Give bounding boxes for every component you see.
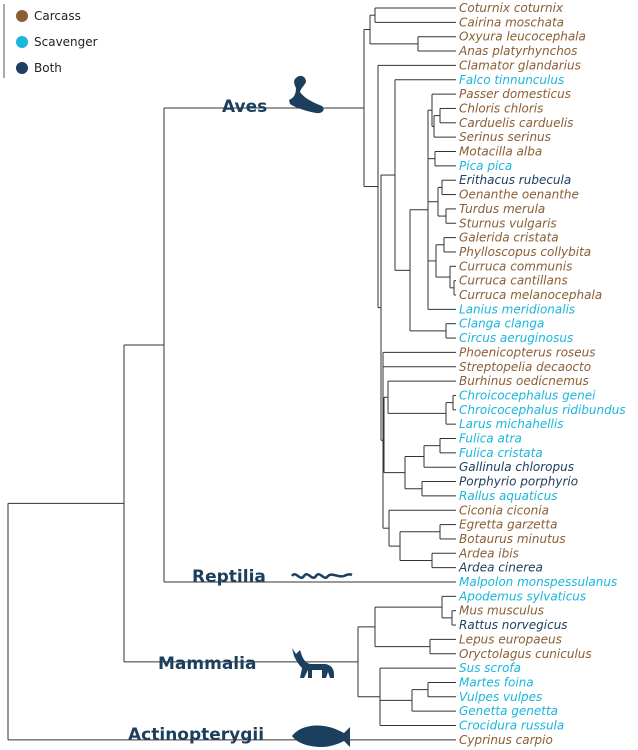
species-label: Crocidura russula [459,719,564,733]
clade-label-actinopterygii: Actinopterygii [128,725,264,745]
species-label: Mus musculus [459,604,544,618]
species-label: Serinus serinus [459,130,551,144]
species-label: Anas platyrhynchos [458,44,577,58]
species-label: Chroicocephalus ridibundus [459,403,626,417]
species-label: Circus aeruginosus [459,331,573,345]
species-label: Carduelis carduelis [459,116,573,130]
legend: Carcass Scavenger Both [3,4,98,78]
species-label: Martes foina [459,675,534,689]
snake-silhouette-icon [290,573,353,579]
species-label: Phoenicopterus roseus [459,345,596,359]
legend-label-carcass: Carcass [34,9,81,23]
clade-label-aves: Aves [222,97,267,117]
species-label: Larus michahellis [459,417,563,431]
species-label: Malpolon monspessulanus [459,575,617,589]
species-label: Coturnix coturnix [459,1,564,15]
species-label: Lanius meridionalis [459,302,575,316]
species-label: Rattus norvegicus [459,618,568,632]
species-label: Gallinula chloropus [459,460,574,474]
bird-silhouette-icon [289,75,324,114]
scavenger-swatch-icon [16,36,28,48]
species-label: Rallus aquaticus [459,489,557,503]
species-label: Turdus merula [459,202,545,216]
species-label: Ciconia ciconia [459,503,549,517]
species-label: Oxyura leucocephala [459,30,586,44]
species-label: Cyprinus carpio [459,733,553,747]
tree-branches [7,7,456,741]
species-label: Clanga clanga [459,317,544,331]
species-label: Chroicocephalus genei [459,388,596,402]
species-label: Fulica cristata [459,446,543,460]
legend-label-both: Both [34,61,62,75]
species-label: Vulpes vulpes [459,690,542,704]
both-swatch-icon [16,62,28,74]
species-label: Egretta garzetta [459,518,557,532]
species-label: Burhinus oedicnemus [459,374,589,388]
species-label: Curruca melanocephala [459,288,602,302]
species-label: Curruca cantillans [459,274,568,288]
species-label: Genetta genetta [459,704,558,718]
species-label: Ardea ibis [458,546,519,560]
species-label: Falco tinnunculus [459,73,564,87]
species-label: Lepus europaeus [459,632,562,646]
species-label: Streptopelia decaocto [459,360,591,374]
species-label: Fulica atra [459,432,522,446]
species-label: Pica pica [459,159,512,173]
species-label: Chloris chloris [459,101,543,115]
species-label: Galerida cristata [459,231,559,245]
species-label: Botaurus minutus [459,532,566,546]
species-label: Sturnus vulgaris [459,216,557,230]
carcass-swatch-icon [16,10,28,22]
fish-silhouette-icon [292,725,350,747]
species-label: Passer domesticus [459,87,571,101]
legend-item-carcass: Carcass [16,9,81,23]
species-label: Apodemus sylvaticus [458,589,586,603]
species-label: Porphyrio porphyrio [459,475,578,489]
species-label: Phylloscopus collybita [459,245,591,259]
species-label: Ardea cinerea [458,561,543,575]
legend-label-scavenger: Scavenger [34,35,98,49]
fox-silhouette-icon [292,648,334,678]
legend-item-both: Both [16,61,62,75]
species-label: Erithacus rubecula [459,173,571,187]
species-label: Motacilla alba [459,145,542,159]
legend-item-scavenger: Scavenger [16,35,98,49]
species-label: Sus scrofa [459,661,521,675]
species-label: Oenanthe oenanthe [459,188,579,202]
species-label: Oryctolagus cuniculus [459,647,592,661]
species-label: Cairina moschata [459,15,564,29]
species-label: Curruca communis [459,259,572,273]
species-label: Clamator glandarius [459,58,581,72]
clade-label-mammalia: Mammalia [158,654,256,674]
clade-label-reptilia: Reptilia [192,567,266,587]
